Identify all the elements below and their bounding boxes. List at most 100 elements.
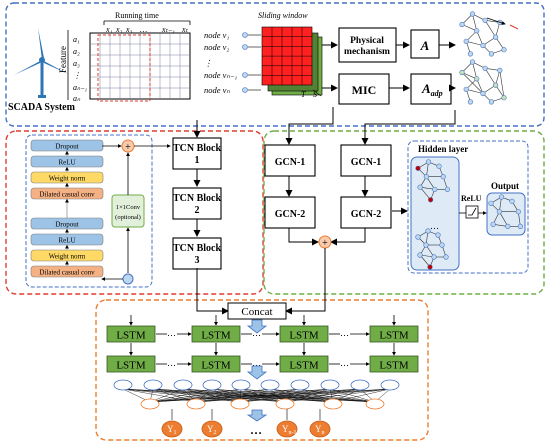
graph-node <box>423 242 429 248</box>
node-dot <box>242 32 248 38</box>
tcn-block-label: TCN Block <box>173 143 222 154</box>
tcn-block-label: TCN Block <box>173 243 222 254</box>
window-highlight <box>97 34 151 102</box>
dense-neuron <box>380 379 400 391</box>
graph-node <box>517 223 524 229</box>
lstm-dots: … <box>252 328 261 338</box>
time-tick-label: … <box>140 25 147 34</box>
lstm-cell <box>106 325 156 343</box>
graph-node <box>490 221 496 227</box>
dense-neuron <box>230 398 250 410</box>
tcn-input-node <box>122 273 134 285</box>
tcn-section-border <box>5 130 264 295</box>
lstm-section-border <box>95 299 429 441</box>
physical-graph <box>459 11 507 57</box>
window-s-label: S <box>313 90 317 99</box>
graph-node <box>488 99 495 105</box>
a-matrix-box <box>410 29 440 59</box>
output-down-arrow <box>246 409 268 422</box>
lstm-dots: … <box>167 358 176 368</box>
node-item: node v₁ <box>204 30 261 40</box>
output-dots: … <box>250 423 262 437</box>
tcn-layer-label: Dropout <box>55 221 78 229</box>
lstm-label: LSTM <box>201 360 231 372</box>
a-matrix-label: A <box>420 38 430 53</box>
tcn-layer-label: Weight norm <box>49 253 86 261</box>
relu-icon <box>465 205 479 219</box>
graph-node <box>488 51 495 57</box>
output-label: Y1 <box>167 424 177 436</box>
graph-node <box>417 252 423 258</box>
row-label: aₙ₋₁ <box>73 83 87 92</box>
gcn-label: GCN-2 <box>351 209 382 220</box>
gcn-box <box>264 144 316 177</box>
graph-node <box>469 11 476 17</box>
node-dot <box>242 87 248 93</box>
graph-node <box>423 174 430 180</box>
tcn-layer-label: Weight norm <box>49 175 86 183</box>
conv1x1-label: 1×1Conv <box>116 204 141 211</box>
graph-node <box>482 65 488 71</box>
graph-node <box>415 165 421 171</box>
concat-box <box>227 302 287 320</box>
graph-node <box>435 232 441 238</box>
gcn-label: GCN-1 <box>351 157 382 168</box>
gcn-label: GCN-2 <box>275 209 306 220</box>
node-label: node v₂ <box>204 42 229 52</box>
graph-node <box>459 69 465 76</box>
time-tick-label: x₂ <box>115 25 123 34</box>
output-neuron <box>161 420 183 438</box>
tcn-layer-label: Dropout <box>55 143 78 151</box>
conv1x1-box <box>111 194 145 228</box>
dense-neuron <box>323 398 343 410</box>
lstm-label: LSTM <box>116 330 146 342</box>
lstm-dots: … <box>340 328 349 338</box>
sliding-window-cube <box>261 26 323 97</box>
dense-neuron <box>186 398 206 410</box>
dense-neuron <box>140 398 160 410</box>
window-t-label: T <box>301 90 306 99</box>
time-tick-label: xₜ <box>181 25 189 34</box>
lstm-cell <box>106 355 156 373</box>
graph-node <box>439 242 445 248</box>
graph-node <box>493 82 499 88</box>
lstm-cell <box>279 355 329 373</box>
lstm-label: LSTM <box>289 360 319 372</box>
lstm-label: LSTM <box>379 330 409 342</box>
lstm-dots: … <box>252 358 261 368</box>
row-label: a₂ <box>73 47 80 56</box>
graph-node <box>505 223 511 229</box>
tcn-block-label: 1 <box>195 155 200 166</box>
sliding-window-label: Sliding window <box>258 11 308 20</box>
dense-layer <box>113 379 400 410</box>
graph-node <box>493 34 499 40</box>
graph-node <box>417 184 423 190</box>
dense-neuron <box>113 379 133 391</box>
graph-node <box>480 42 486 49</box>
graph-node <box>474 76 480 82</box>
graph-node <box>496 209 503 215</box>
graph-node <box>443 254 449 260</box>
row-label: a₁ <box>73 35 80 44</box>
node-label: ⋮ <box>204 58 213 68</box>
feature-label: Feature <box>58 46 68 73</box>
output-neuron <box>309 420 331 438</box>
tcn-layer-label: Dilated casual conv <box>39 269 95 277</box>
lstm-cell <box>191 355 241 373</box>
graph-node <box>482 17 488 23</box>
graph-node <box>488 200 494 206</box>
graph-node <box>463 86 469 92</box>
node-item: ⋮ <box>204 58 213 68</box>
dense-neuron <box>231 379 251 391</box>
time-tick-label: xₜ₋₁ <box>161 25 175 34</box>
lstm-dots: … <box>167 328 176 338</box>
graph-node <box>440 174 446 180</box>
relu-label: ReLU <box>461 194 482 203</box>
tcn-detail-border <box>25 134 153 288</box>
lstm-label: LSTM <box>116 360 146 372</box>
time-tick-label: x₁ <box>105 25 113 34</box>
lstm-cell <box>279 325 329 343</box>
